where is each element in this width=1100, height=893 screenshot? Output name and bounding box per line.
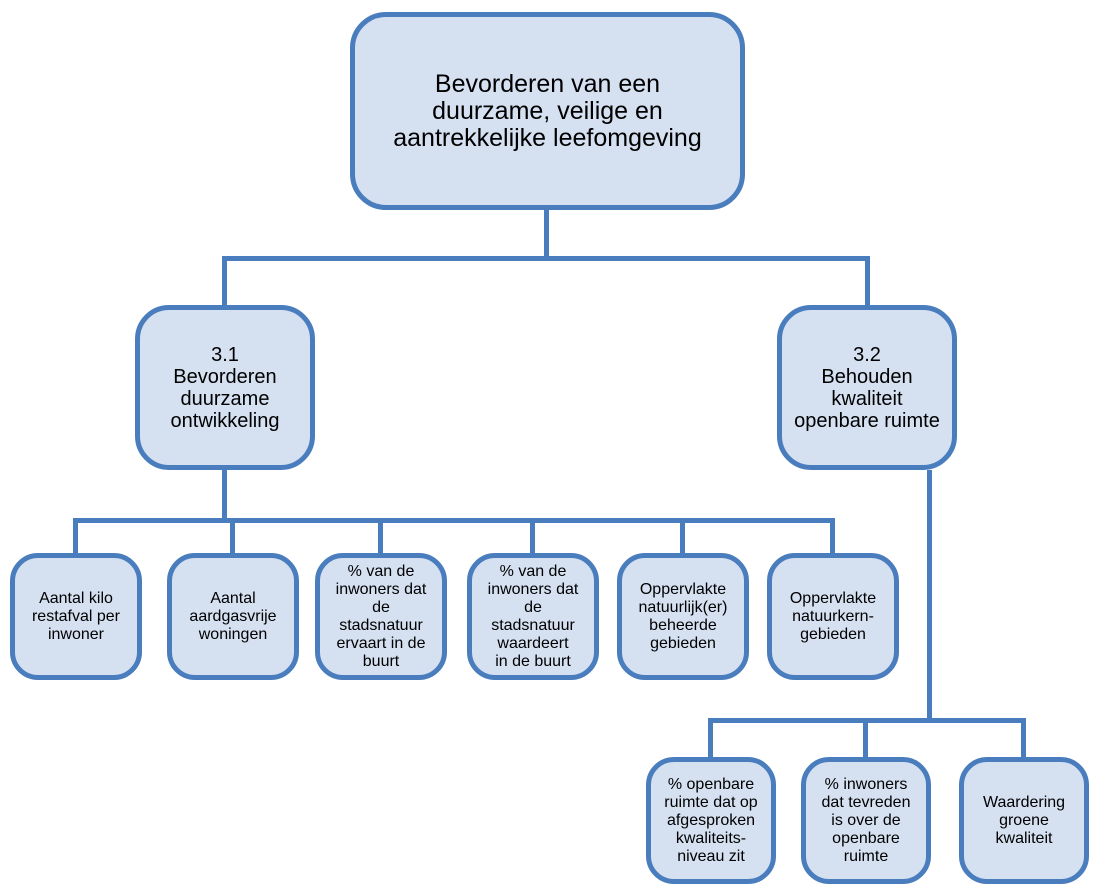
connector-stub-stadsnatuur-ervaart (378, 518, 383, 555)
connector-stub-waardering (1021, 718, 1026, 759)
indicator-tevreden-openbare-ruimte: % inwoners dat tevreden is over de openb… (801, 757, 931, 884)
connector-stub-natuurlijk-beheerd (680, 518, 685, 555)
indicator-stadsnatuur-waardeert: % van de inwoners dat de stadsnatuur waa… (467, 553, 599, 680)
indicator-kwaliteitsniveau: % openbare ruimte dat op afgesproken kwa… (646, 757, 776, 884)
connector-3-1-horizontal (73, 518, 835, 523)
indicator-stadsnatuur-ervaart: % van de inwoners dat de stadsnatuur erv… (315, 553, 447, 680)
connector-drop-3-2 (865, 256, 870, 305)
connector-3-2-drop (927, 470, 932, 723)
connector-root-drop (544, 210, 549, 261)
connector-stub-tevreden (863, 718, 868, 759)
node-objective-3-2: 3.2 Behouden kwaliteit openbare ruimte (777, 305, 957, 470)
indicator-natuurlijk-beheerde-gebieden: Oppervlakte natuurlijk(er) beheerde gebi… (617, 553, 749, 680)
indicator-aardgasvrije-woningen: Aantal aardgasvrije woningen (167, 553, 299, 680)
node-objective-3-1: 3.1 Bevorderen duurzame ontwikkeling (135, 305, 315, 470)
connector-stub-stadsnatuur-waardeert (530, 518, 535, 555)
indicator-waardering-groene-kwaliteit: Waardering groene kwaliteit (959, 757, 1089, 884)
node-root-goal: Bevorderen van een duurzame, veilige en … (350, 12, 745, 210)
indicator-restafval: Aantal kilo restafval per inwoner (10, 553, 142, 680)
connector-level2-horizontal (222, 256, 870, 261)
connector-3-1-drop (222, 470, 227, 523)
connector-stub-natuurkerngebieden (830, 518, 835, 555)
connector-stub-restafval (73, 518, 78, 555)
connector-drop-3-1 (222, 256, 227, 305)
indicator-natuurkerngebieden: Oppervlakte natuurkern- gebieden (767, 553, 899, 680)
connector-stub-aardgasvrije (230, 518, 235, 555)
connector-stub-kwaliteitsniveau (708, 718, 713, 759)
